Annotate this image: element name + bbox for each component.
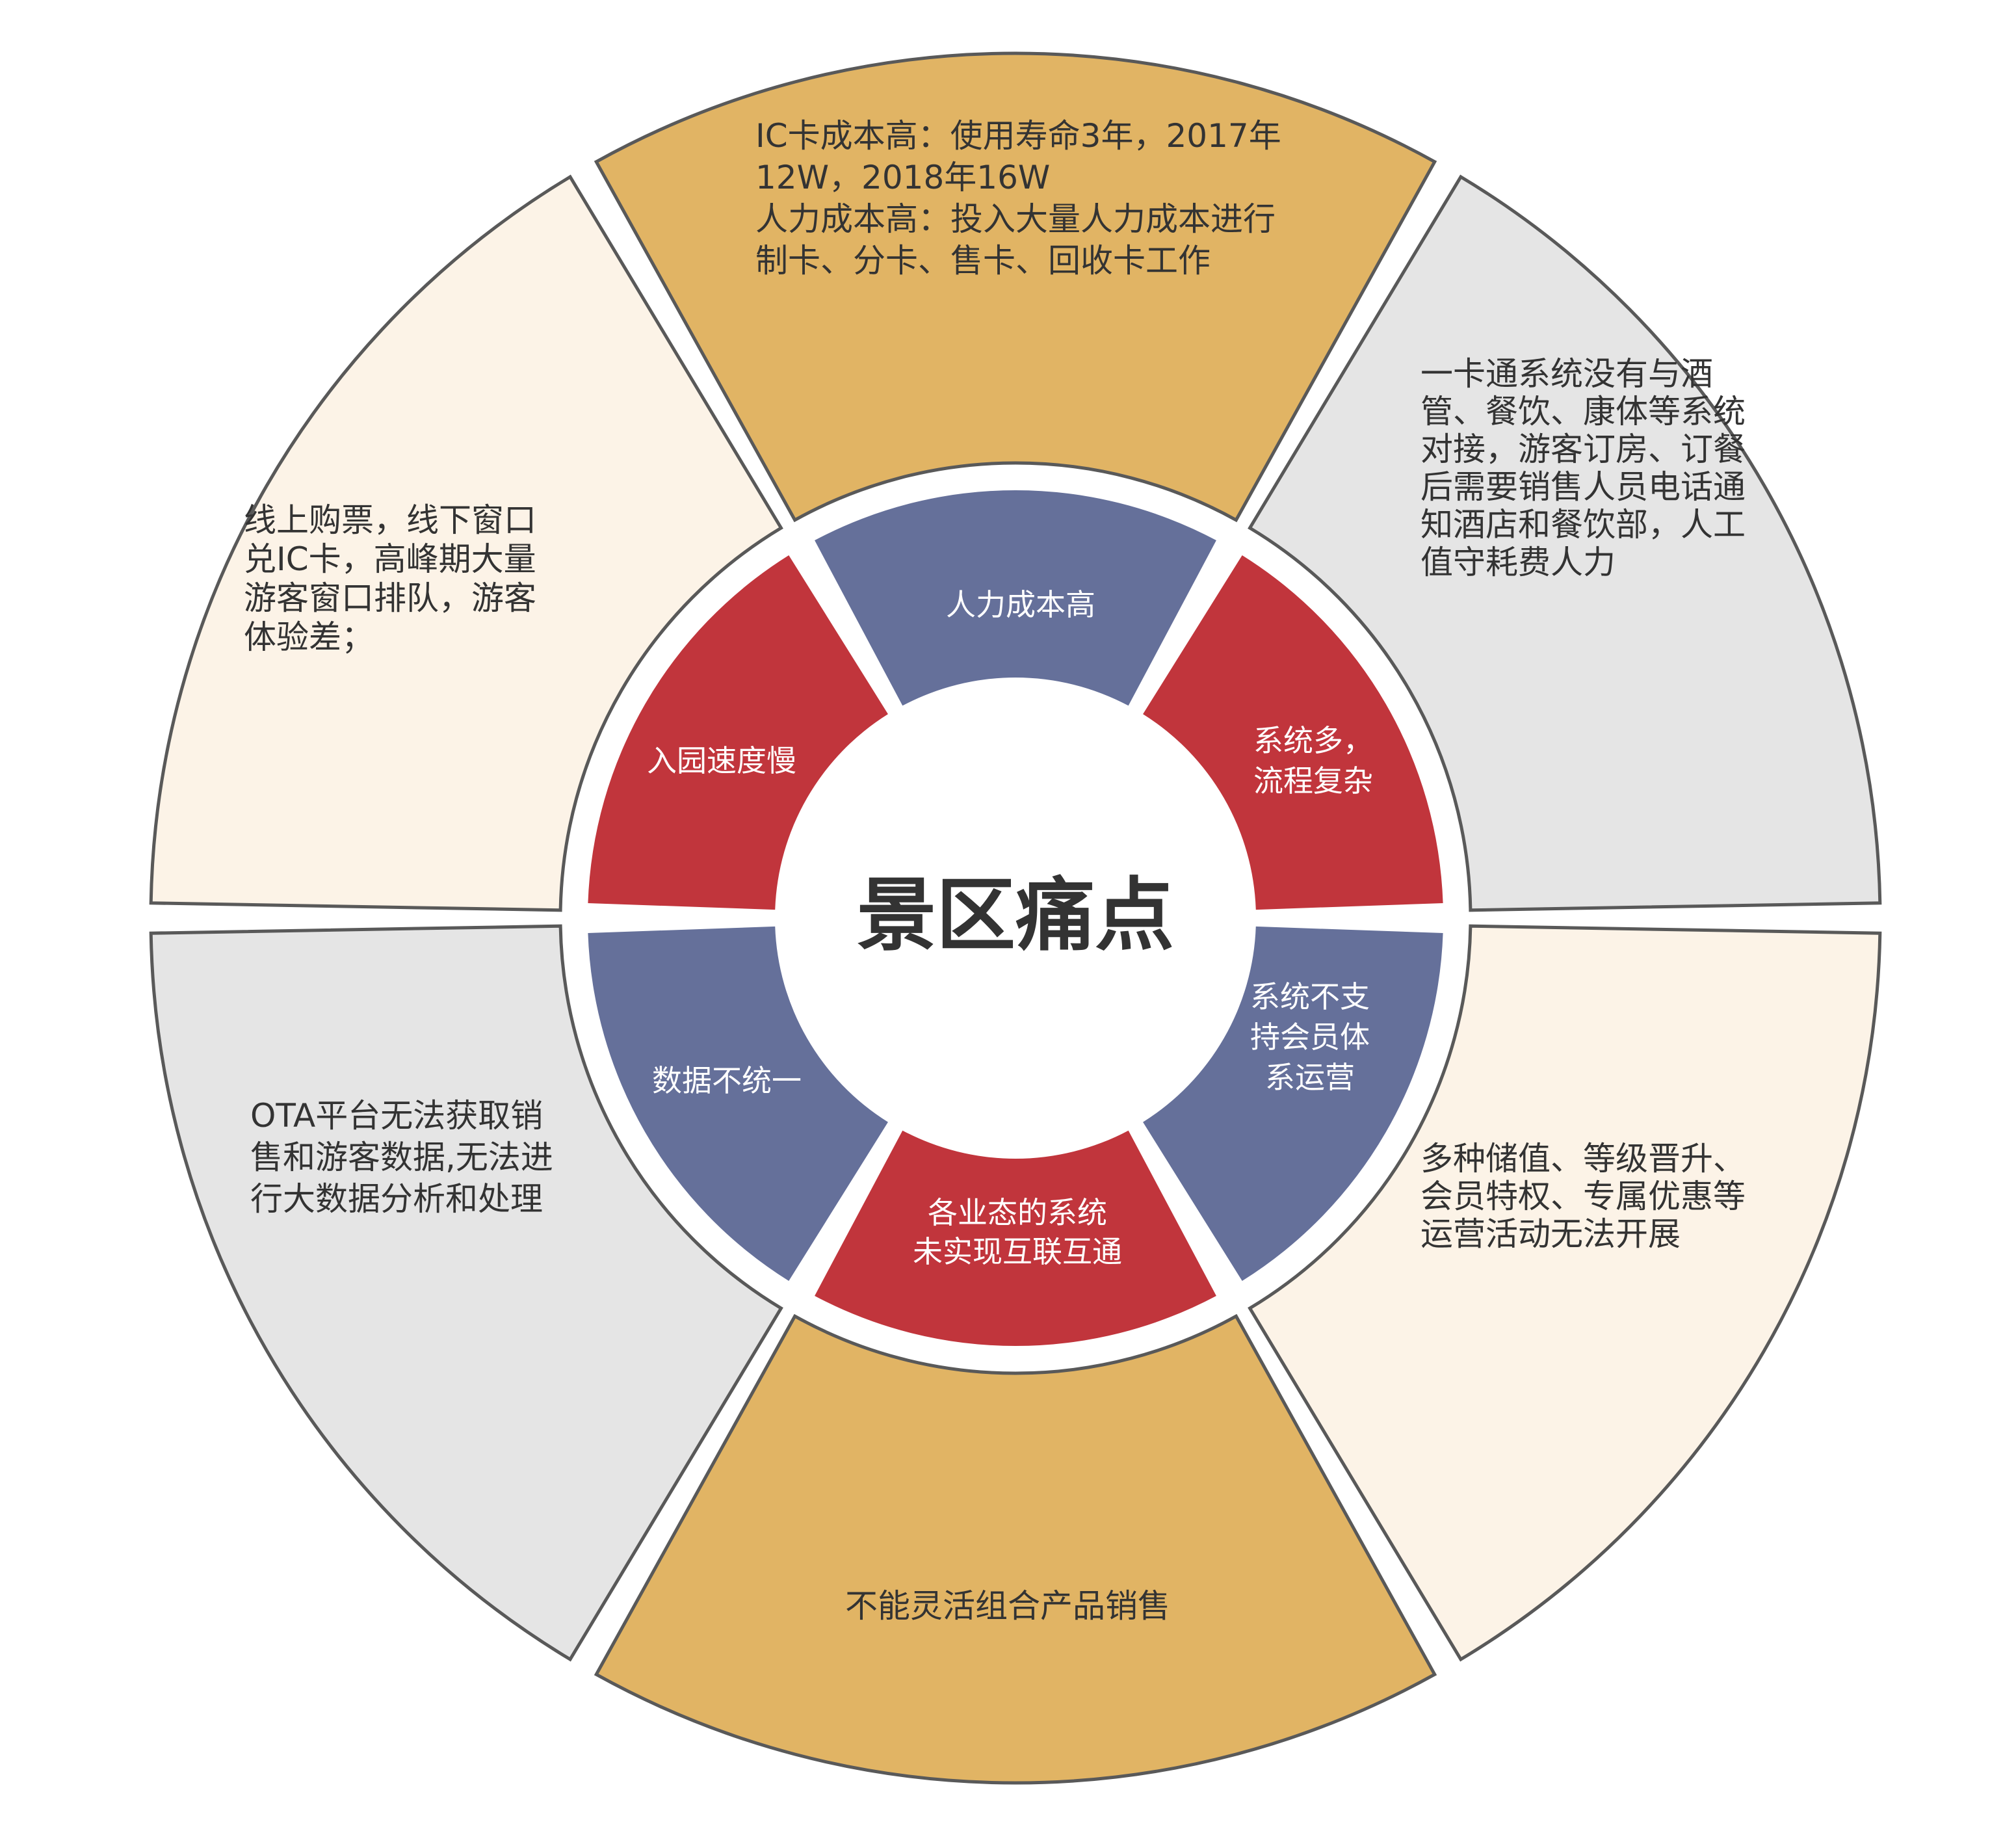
outer-segment-text-upper-left-line: 兑IC卡，高峰期大量 [244,540,536,578]
outer-segment-text-lower-right-line: 多种储值、等级晋升、 [1420,1140,1746,1178]
outer-segment-text-lower-right: 多种储值、等级晋升、会员特权、专属优惠等运营活动无法开展 [1420,1140,1746,1253]
outer-segment-text-bottom: 不能灵活组合产品销售 [845,1587,1170,1625]
outer-segment-text-lower-left-line: 售和游客数据,无法进 [250,1139,553,1176]
inner-segment-text-bottom: 各业态的系统未实现互联互通 [913,1195,1122,1269]
outer-segment-top [594,51,1437,523]
outer-segment-text-upper-right-line: 管、餐饮、康体等系统 [1420,393,1746,430]
inner-segment-text-lower-right-line: 持会员体 [1250,1020,1370,1055]
inner-segment-text-lower-right-line: 系运营 [1265,1060,1355,1095]
outer-segment-text-top-line: 制卡、分卡、售卡、回收卡工作 [755,242,1211,280]
inner-segment-text-upper-right: 系统多， 流程复杂 [1253,723,1373,798]
inner-segment-text-bottom-line: 各业态的系统 [928,1195,1107,1230]
outer-segment-text-upper-left-line: 游客窗口排队，游客 [244,579,536,617]
outer-segment-text-upper-right-line: 对接，游客订房、订餐 [1420,430,1746,468]
inner-segment-text-top: 人力成本高 [946,587,1095,622]
outer-segment-text-lower-right-line: 会员特权、专属优惠等 [1420,1178,1746,1215]
inner-segment-text-upper-right-line: 流程复杂 [1253,763,1373,798]
inner-segment-text-upper-right-line: 系统多， [1253,723,1373,758]
outer-segment-upper-left [149,174,783,912]
outer-segment-text-lower-left-line: 行大数据分析和处理 [250,1180,543,1218]
inner-segment-text-lower-left: 数据不统一 [652,1063,802,1098]
outer-segment-text-upper-right: 一卡通系统没有与酒管、餐饮、康体等系统对接，游客订房、订餐后需要销售人员电话通知… [1420,355,1746,581]
inner-segment-text-bottom-line: 未实现互联互通 [913,1234,1122,1269]
outer-segment-text-upper-left-line: 线上购票，线下窗口 [244,501,536,539]
inner-segment-lower-right [1143,926,1443,1282]
outer-segment-text-bottom-line: 不能灵活组合产品销售 [845,1587,1170,1625]
outer-segment-text-lower-left-line: OTA平台无法获取销 [250,1097,543,1135]
inner-segment-bottom [815,1130,1216,1346]
inner-segment-upper-left [588,555,888,910]
inner-segment-text-upper-left: 入园速度慢 [647,743,796,778]
outer-segment-text-upper-right-line: 值守耗费人力 [1420,544,1616,581]
outer-segment-text-lower-right-line: 运营活动无法开展 [1420,1215,1681,1253]
outer-segment-text-top-line: 人力成本高：投入大量人力成本进行 [755,200,1276,238]
inner-segment-upper-right [1143,555,1443,910]
inner-segment-lower-left [588,926,888,1282]
outer-segment-text-lower-left: OTA平台无法获取销售和游客数据,无法进行大数据分析和处理 [250,1097,553,1218]
outer-segment-lower-left [149,924,783,1662]
outer-segment-text-upper-left-line: 体验差； [244,618,374,656]
center-circle [781,684,1250,1152]
outer-segment-text-upper-right-line: 后需要销售人员电话通 [1420,468,1746,506]
outer-segment-upper-right [1248,174,1882,912]
outer-segment-text-upper-left: 线上购票，线下窗口兑IC卡，高峰期大量游客窗口排队，游客体验差； [244,501,536,656]
outer-segment-text-top: IC卡成本高：使用寿命3年，2017年 12W，2018年16W 人力成本高：投入大… [755,117,1281,280]
outer-segment-bottom [594,1313,1437,1785]
outer-segment-lower-right [1248,924,1882,1662]
outer-segment-text-upper-right-line: 一卡通系统没有与酒 [1420,355,1713,393]
outer-segment-text-upper-right-line: 知酒店和餐饮部，人工 [1420,506,1746,544]
inner-segment-text-lower-left-line: 数据不统一 [652,1063,802,1098]
inner-segment-text-lower-right-line: 系统不支 [1250,979,1370,1014]
outer-segment-text-top-line: 12W，2018年16W [755,159,1050,196]
inner-segment-text-lower-right: 系统不支持会员体系运营 [1250,979,1370,1095]
outer-ring: IC卡成本高：使用寿命3年，2017年 12W，2018年16W 人力成本高：投入大… [149,51,1882,1785]
inner-segment-top [815,490,1216,706]
inner-segment-text-top-line: 人力成本高 [946,587,1095,622]
outer-segment-text-top-line: IC卡成本高：使用寿命3年，2017年 [755,117,1281,155]
inner-segment-text-upper-left-line: 入园速度慢 [647,743,796,778]
center-title: 景区痛点 [857,869,1174,962]
